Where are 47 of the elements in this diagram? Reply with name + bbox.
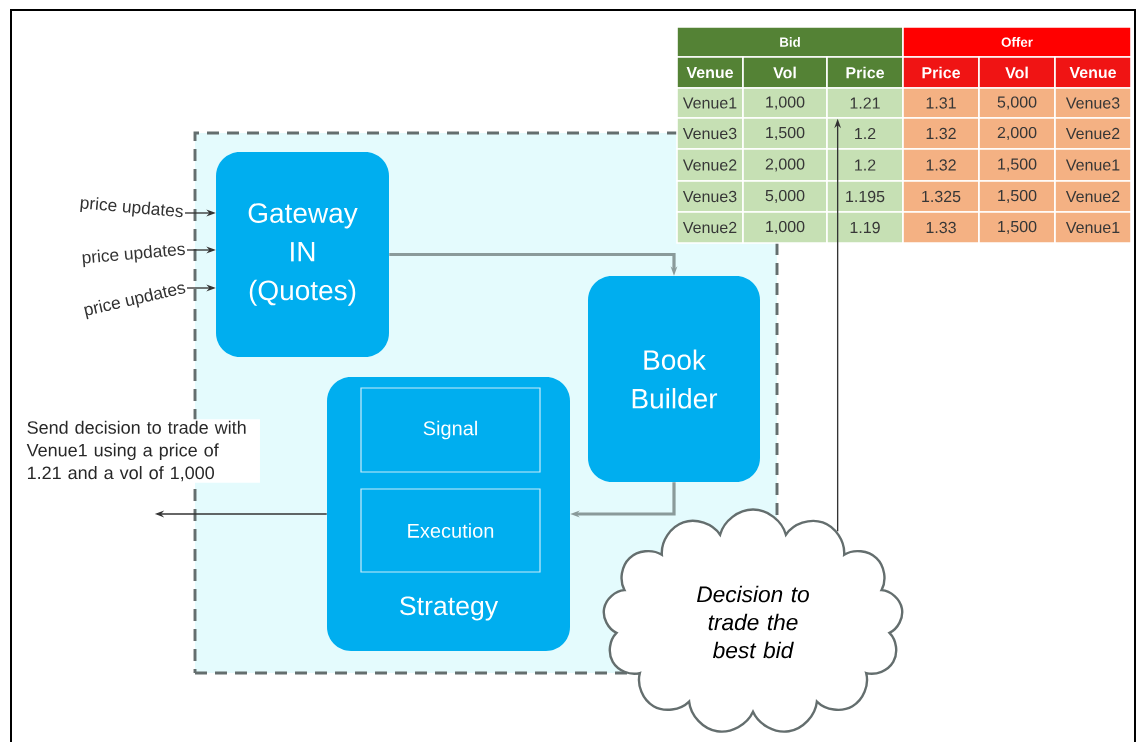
table-cell: Venue3 — [676, 117, 744, 150]
table-cell: 1,000 — [742, 87, 828, 119]
component-box: Execution — [360, 488, 541, 573]
table-cell: Venue1 — [676, 87, 744, 119]
table-cell: Vol — [978, 56, 1056, 89]
table-cell: Venue1 — [1054, 211, 1132, 244]
table-cell: 1,500 — [742, 117, 828, 150]
table-cell: Venue1 — [1054, 148, 1132, 182]
table-cell: 1.325 — [902, 180, 980, 213]
edge-label: Send decision to trade with Venue1 using a price of 1.21 and a vol of 1,000 — [25, 419, 260, 483]
process-box: Gateway IN (Quotes) — [216, 152, 389, 357]
table-cell: Venue2 — [676, 148, 744, 182]
table-cell: 1,500 — [978, 180, 1056, 213]
table-cell: Price — [902, 56, 980, 89]
table-cell: 1.31 — [902, 87, 980, 119]
table-cell: 1.19 — [826, 211, 904, 244]
table-cell: 5,000 — [742, 180, 828, 213]
table-cell: 1.21 — [826, 87, 904, 119]
table-cell: 1.2 — [826, 117, 904, 150]
table-cell: 1.32 — [902, 148, 980, 182]
thought-cloud: Decision to trade the best bid — [602, 508, 904, 733]
table-cell: Venue2 — [1054, 117, 1132, 150]
component-box: Signal — [360, 387, 541, 473]
input-label: price updates — [80, 197, 183, 218]
table-cell: 1.32 — [902, 117, 980, 150]
input-label: price updates — [84, 284, 186, 320]
table-cell: Venue2 — [676, 211, 744, 244]
table-cell: 1,000 — [742, 211, 828, 244]
table-cell: 2,000 — [742, 148, 828, 182]
table-cell: Venue2 — [1054, 180, 1132, 213]
table-cell: 1,500 — [978, 148, 1056, 182]
table-cell: 1.33 — [902, 211, 980, 244]
table-cell: Venue3 — [1054, 87, 1132, 119]
table-cell: 1,500 — [978, 211, 1056, 244]
table-cell: Venue — [676, 56, 744, 89]
table-cell: 2,000 — [978, 117, 1056, 150]
table-cell: 5,000 — [978, 87, 1056, 119]
table-cell: 1.195 — [826, 180, 904, 213]
table-cell: 1.2 — [826, 148, 904, 182]
table-cell: Offer — [902, 26, 1132, 58]
table-cell: Vol — [742, 56, 828, 89]
input-label: price updates — [82, 245, 185, 268]
table-cell: Venue3 — [676, 180, 744, 213]
process-box: Book Builder — [588, 276, 760, 482]
table-cell: Price — [826, 56, 904, 89]
node-label: Decision to trade the best bid — [697, 585, 809, 659]
table-cell: Venue — [1054, 56, 1132, 89]
